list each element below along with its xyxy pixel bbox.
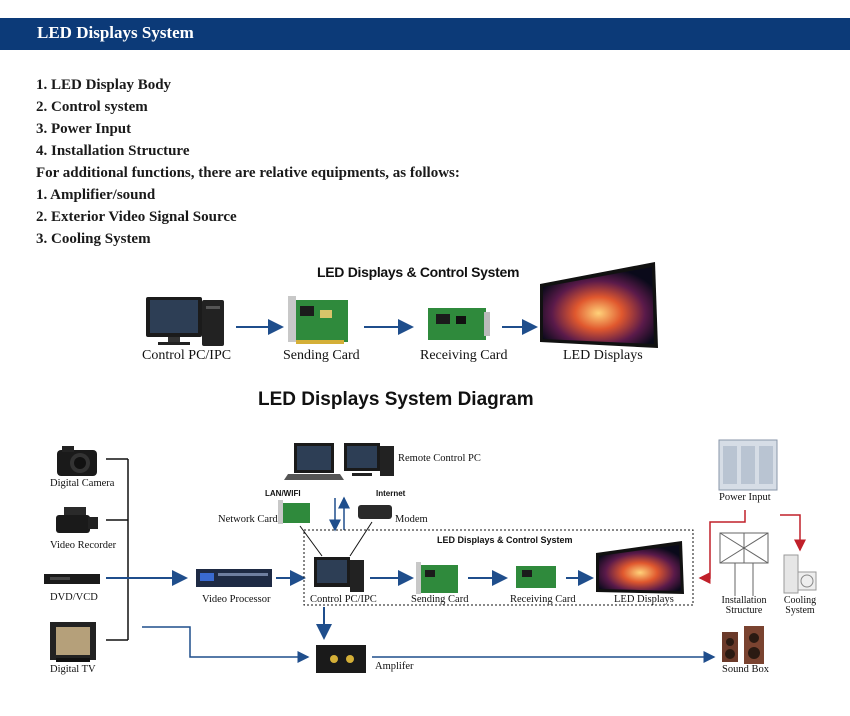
source-label: Digital TV: [50, 664, 96, 675]
section-title: LED Displays System: [37, 23, 194, 42]
remote-pc-label: Remote Control PC: [398, 453, 481, 464]
system-led-display-icon: [596, 541, 684, 594]
system-control-pc-icon: [314, 557, 364, 592]
installation-structure-icon: [719, 532, 769, 596]
receiving-card-icon: [428, 308, 490, 340]
list-item: 1. Amplifier/sound: [36, 187, 156, 203]
video-processor-label: Video Processor: [202, 594, 271, 605]
system-node-label: Sending Card: [411, 594, 469, 605]
modem-icon: [358, 505, 392, 519]
control-pc-icon: [146, 297, 224, 346]
power-input-icon: [718, 439, 778, 491]
system-sending-card-icon: [416, 562, 458, 594]
node-label: Sending Card: [283, 348, 360, 363]
lan-label: LAN/WIFI: [265, 489, 301, 498]
list-item: 3. Power Input: [36, 121, 132, 137]
list-item: For additional functions, there are rela…: [36, 165, 460, 181]
amplifier-label: Amplifer: [375, 661, 414, 672]
node-label: Receiving Card: [420, 348, 508, 363]
top-diagram-title: LED Displays & Control System: [317, 264, 520, 280]
box-title: LED Displays & Control System: [437, 535, 573, 545]
laptop-icon: [284, 443, 344, 480]
system-node-label: Control PC/IPC: [310, 594, 377, 605]
system-node-label: LED Displays: [614, 594, 674, 605]
source-label: Video Recorder: [50, 540, 117, 551]
list-item: 1. LED Display Body: [36, 77, 172, 93]
source-label: Digital Camera: [50, 478, 115, 489]
power-input-label: Power Input: [719, 492, 771, 503]
system-node-label: Receiving Card: [510, 594, 576, 605]
node-label: LED Displays: [563, 348, 643, 363]
amplifier-icon: [316, 645, 366, 673]
digital-camera-icon: [57, 446, 97, 476]
sending-card-icon: [288, 296, 348, 344]
sound-box-icon: [722, 626, 764, 664]
list-item: 2. Control system: [36, 99, 148, 115]
list-item: 3. Cooling System: [36, 231, 151, 247]
internet-label: Internet: [376, 489, 406, 498]
cooling-system-label: Cooling System: [783, 595, 817, 616]
intro-list: 1. LED Display Body 2. Control system 3.…: [36, 74, 460, 250]
source-connectors: [106, 458, 129, 641]
remote-pc-icon: [344, 443, 394, 476]
node-label: Control PC/IPC: [142, 348, 232, 363]
cooling-system-icon: [783, 554, 817, 594]
video-recorder-icon: [56, 507, 98, 533]
system-diagram-title: LED Displays System Diagram: [258, 389, 534, 410]
source-label: DVD/VCD: [50, 592, 98, 603]
led-display-icon: [540, 262, 658, 348]
network-card-icon: [278, 500, 310, 524]
dvd-player-icon: [44, 574, 100, 584]
list-item: 4. Installation Structure: [36, 143, 190, 159]
installation-structure-label: Installation Structure: [721, 595, 767, 616]
section-header: LED Displays System: [0, 18, 850, 50]
sound-box-label: Sound Box: [722, 664, 769, 675]
network-card-label: Network Card: [218, 514, 278, 525]
system-receiving-card-icon: [516, 566, 556, 588]
list-item: 2. Exterior Video Signal Source: [36, 209, 237, 225]
video-processor-icon: [196, 569, 272, 587]
digital-tv-icon: [50, 622, 96, 662]
modem-label: Modem: [395, 514, 428, 525]
